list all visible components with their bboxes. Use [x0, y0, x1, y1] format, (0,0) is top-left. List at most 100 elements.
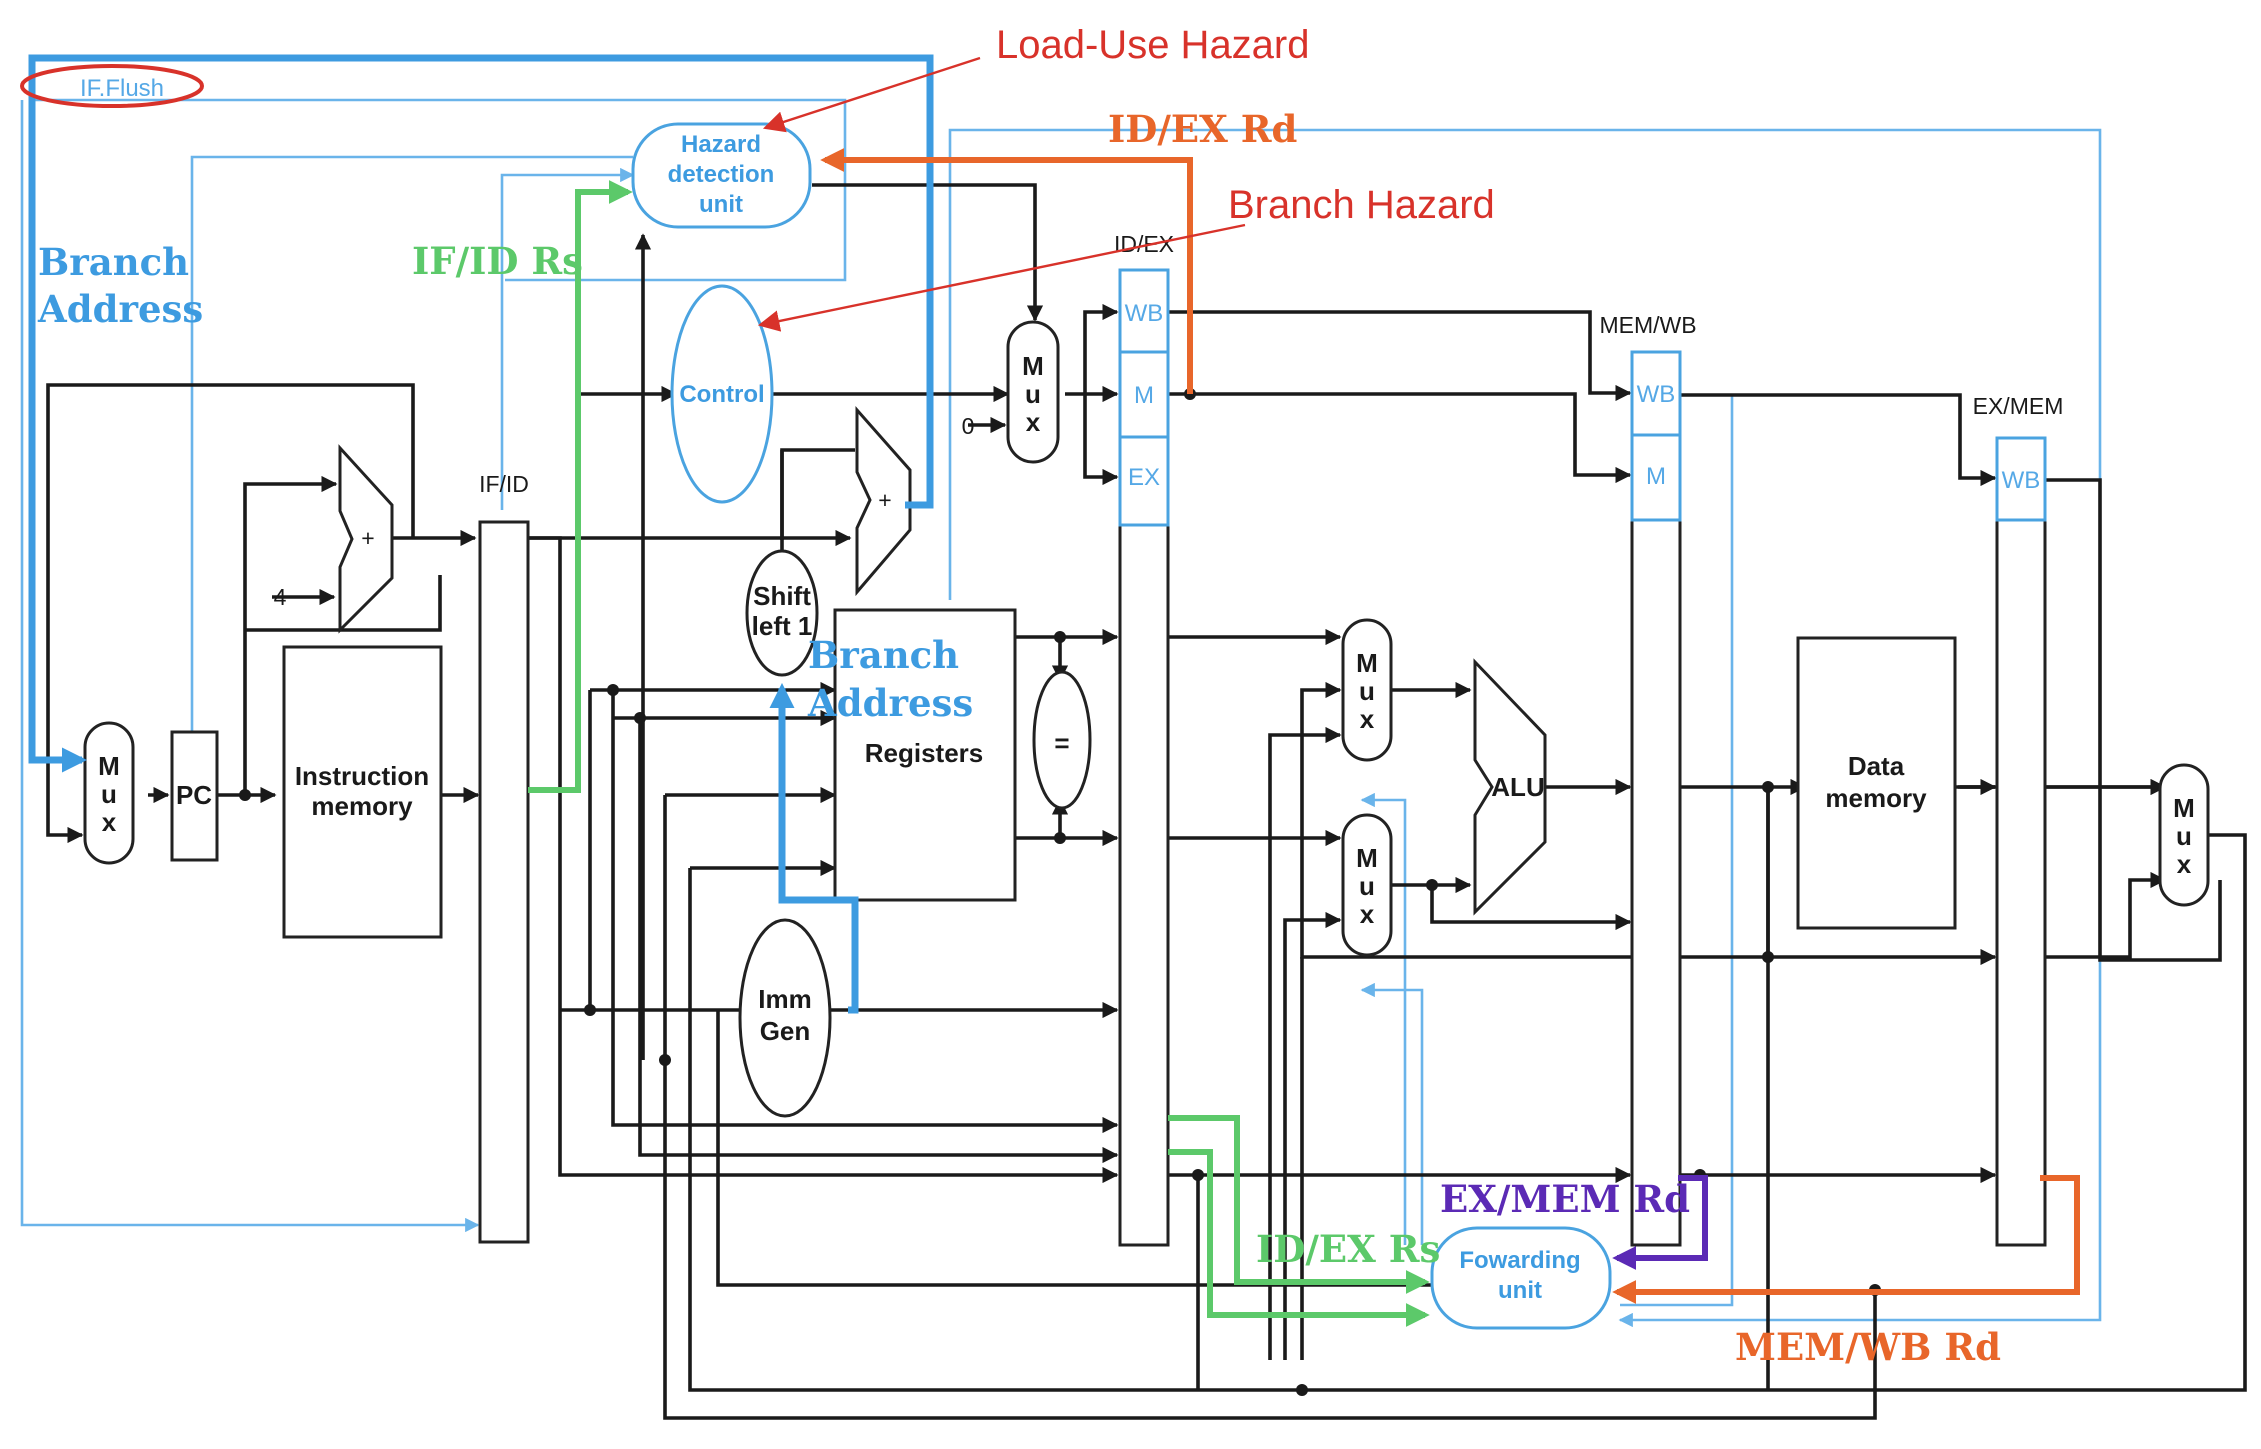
hazard-detection-unit: Hazard detection unit [631, 122, 812, 229]
svg-text:M: M [1356, 648, 1378, 678]
ex-mem-rd-path [1612, 1175, 1708, 1270]
svg-text:M: M [2173, 793, 2195, 823]
branch-address-loop [28, 54, 934, 773]
data-memory: Data memory [1796, 636, 1957, 930]
ex-mem-regwrite-wire [1620, 395, 1734, 1307]
id-ex-rs-path-1 [1168, 1115, 1430, 1294]
forward-b-select-wire [1360, 982, 1424, 1245]
branch-address-center-2: Address [807, 681, 973, 725]
svg-text:M: M [1134, 382, 1154, 409]
id-ex-rs-path-2 [1168, 1149, 1430, 1327]
ex-mem-register: WB M MEM/WB [1599, 312, 1697, 1247]
svg-text:WB: WB [1637, 381, 1676, 408]
svg-text:u: u [2176, 821, 2192, 851]
if-id-rs-label: IF/ID Rs [412, 239, 583, 283]
red-annotation-arrows [757, 56, 1246, 332]
control-unit: Control [670, 284, 774, 504]
svg-text:EX: EX [1128, 464, 1160, 491]
writeback-mux: M u x [2158, 763, 2210, 907]
forwarding-unit: Fowarding unit [1430, 1226, 1612, 1330]
svg-text:Fowarding: Fowarding [1459, 1247, 1580, 1274]
equality-comparator: = [1032, 670, 1092, 810]
annotations: Load-Use Hazard Branch Hazard ID/EX Rd I… [37, 23, 2001, 1369]
instruction-memory: Instruction memory [282, 645, 443, 939]
svg-text:u: u [1359, 871, 1375, 901]
ex-mem-rd-label: EX/MEM Rd [1440, 1177, 1690, 1221]
svg-text:WB: WB [2002, 467, 2041, 494]
svg-text:x: x [102, 807, 117, 837]
svg-text:+: + [361, 525, 374, 551]
svg-text:u: u [101, 779, 117, 809]
svg-text:memory: memory [1825, 783, 1927, 813]
alu-mux-b: M u x [1341, 813, 1393, 957]
branch-address-left-1: Branch [38, 240, 189, 284]
shift-left-unit: Shift left 1 [745, 549, 819, 677]
highlight-paths [28, 54, 2080, 1327]
svg-text:0: 0 [962, 413, 975, 439]
imm-gen-unit: Imm Gen [738, 918, 832, 1118]
pc-register: PC [170, 730, 219, 862]
branch-hazard-label: Branch Hazard [1228, 183, 1495, 227]
id-ex-rd-path [820, 148, 1193, 394]
svg-text:Instruction: Instruction [295, 761, 429, 791]
branch-adder: + [855, 406, 912, 597]
svg-text:Hazard: Hazard [681, 131, 761, 158]
load-use-arrow [762, 56, 981, 133]
pc-mux: M u x [83, 721, 135, 865]
branch-address-center-1: Branch [808, 633, 959, 677]
svg-text:u: u [1025, 379, 1041, 409]
svg-text:IF.Flush: IF.Flush [80, 75, 164, 102]
mem-wb-rd-path [1612, 1175, 2080, 1304]
svg-text:x: x [1026, 407, 1041, 437]
svg-text:Imm: Imm [758, 984, 811, 1014]
register-file: Registers [833, 608, 1017, 902]
svg-text:=: = [1054, 728, 1069, 758]
if-flush-label: IF.Flush [20, 64, 204, 108]
svg-text:u: u [1359, 676, 1375, 706]
svg-text:unit: unit [699, 191, 743, 218]
alu: ALU [1473, 658, 1547, 916]
forward-a-select-wire [1360, 792, 1407, 1245]
svg-text:+: + [878, 487, 891, 513]
svg-text:4: 4 [274, 584, 287, 610]
svg-text:M: M [1022, 351, 1044, 381]
svg-text:left 1: left 1 [752, 611, 813, 641]
svg-text:ALU: ALU [1491, 772, 1544, 802]
ifid-write-wire [500, 167, 635, 510]
if-id-rs-path [528, 180, 633, 793]
svg-text:Gen: Gen [760, 1016, 811, 1046]
control-mux: M u x 0 [962, 320, 1060, 464]
alu-mux-a: M u x [1341, 618, 1393, 762]
svg-text:unit: unit [1498, 1277, 1542, 1304]
pc-adder: + 4 [274, 444, 394, 634]
svg-text:Control: Control [679, 381, 764, 408]
svg-text:x: x [1360, 899, 1375, 929]
mem-wb-rd-label: MEM/WB Rd [1735, 1325, 2001, 1369]
branch-address-imm-path [769, 682, 859, 1014]
svg-text:M: M [98, 751, 120, 781]
svg-text:x: x [1360, 704, 1375, 734]
svg-text:ID/EX: ID/EX [1114, 231, 1174, 257]
svg-text:detection: detection [668, 161, 775, 188]
id-ex-rs-label: ID/EX Rs [1256, 1227, 1440, 1271]
branch-hazard-arrow [757, 223, 1246, 332]
id-ex-rd-label: ID/EX Rd [1108, 107, 1297, 151]
svg-text:WB: WB [1125, 300, 1164, 327]
svg-text:M: M [1646, 463, 1666, 490]
svg-text:Data: Data [1848, 751, 1905, 781]
load-use-hazard-label: Load-Use Hazard [996, 23, 1310, 67]
svg-text:Registers: Registers [865, 738, 984, 768]
datapath-wires [46, 183, 2247, 1420]
svg-text:MEM/WB: MEM/WB [1599, 312, 1696, 338]
mem-wb-register: WB EX/MEM [1973, 393, 2064, 1247]
svg-text:PC: PC [176, 780, 212, 810]
id-ex-register: WB M EX ID/EX [1114, 231, 1174, 1247]
svg-text:M: M [1356, 843, 1378, 873]
svg-text:x: x [2177, 849, 2192, 879]
pc-write-wire [190, 155, 633, 740]
branch-address-left-2: Address [37, 287, 203, 331]
svg-text:EX/MEM: EX/MEM [1973, 393, 2064, 419]
if-flush-wire [30, 98, 847, 282]
svg-text:memory: memory [311, 791, 413, 821]
